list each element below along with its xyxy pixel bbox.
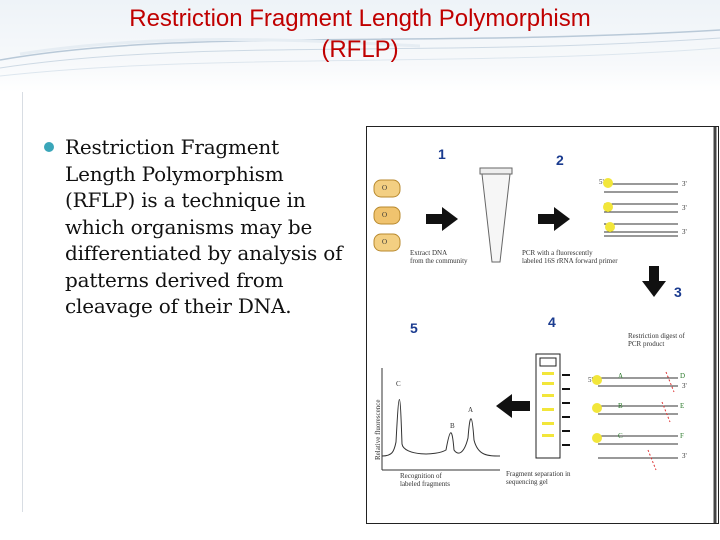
bullet-item: Restriction Fragment Length Polymorphism… xyxy=(44,134,350,320)
end-label: 3' xyxy=(682,228,687,236)
fragment-label: E xyxy=(680,402,685,410)
caption-line: labeled 16S rRNA forward primer xyxy=(522,257,618,265)
step-number: 3 xyxy=(674,284,682,300)
step-number: 4 xyxy=(548,314,556,330)
fragment-label: D xyxy=(680,372,686,380)
cell-label: O xyxy=(382,211,388,219)
arrow-down-icon xyxy=(642,266,666,297)
step-number: 5 xyxy=(410,320,418,336)
end-label: 3' xyxy=(682,204,687,212)
header-swoosh xyxy=(0,29,720,77)
caption-extract: Extract DNA from the community xyxy=(410,249,468,265)
slide-title: Restriction Fragment Length Polymorphism… xyxy=(0,3,720,65)
caption-separation: Fragment separation in sequencing gel xyxy=(506,470,571,486)
title-line-2: (RFLP) xyxy=(321,36,399,63)
peak-label: A xyxy=(468,406,474,414)
arrow-left-icon xyxy=(496,394,530,418)
caption-line: Extract DNA xyxy=(410,249,448,257)
caption-digest: Restriction digest of PCR product xyxy=(628,332,685,348)
caption-line: from the community xyxy=(410,257,468,265)
caption-recognition: Recognition of labeled fragments xyxy=(400,472,450,488)
step-number: 1 xyxy=(438,146,446,162)
y-axis-label: Relative fluorescence xyxy=(374,399,382,460)
fragment-label: B xyxy=(618,402,623,410)
peak-label: C xyxy=(396,380,401,388)
digested-fragments-icon xyxy=(592,371,678,471)
end-label: 5' xyxy=(599,178,604,186)
end-label: 5' xyxy=(588,376,593,384)
peak-label: B xyxy=(450,422,455,430)
caption-line: Recognition of xyxy=(400,472,442,480)
cells-icon xyxy=(373,179,401,252)
caption-line: labeled fragments xyxy=(400,480,450,488)
arrow-right-icon xyxy=(426,207,458,231)
caption-line: Restriction digest of xyxy=(628,332,685,340)
pcr-tube-icon xyxy=(479,167,513,263)
dna-strands-icon xyxy=(603,178,678,237)
rflp-diagram: 1 2 3 4 5 O O O Extract DNA from the com… xyxy=(366,126,719,524)
fragment-label: F xyxy=(680,432,684,440)
gel-icon xyxy=(535,353,570,459)
cell-label: O xyxy=(382,184,388,192)
rflp-diagram-graphics xyxy=(366,126,719,524)
fragment-label: A xyxy=(618,372,624,380)
arrow-right-icon xyxy=(538,207,570,231)
title-line-1: Restriction Fragment Length Polymorphism xyxy=(129,5,591,32)
end-label: 3' xyxy=(682,452,687,460)
bullet-dot-icon xyxy=(44,142,54,152)
end-label: 3' xyxy=(682,382,687,390)
caption-line: Fragment separation in xyxy=(506,470,571,478)
caption-line: sequencing gel xyxy=(506,478,548,486)
left-divider xyxy=(22,92,23,512)
cell-label: O xyxy=(382,238,388,246)
end-label: 3' xyxy=(682,180,687,188)
fluorescence-plot xyxy=(381,368,501,471)
bullet-text: Restriction Fragment Length Polymorphism… xyxy=(65,135,343,318)
fragment-label: C xyxy=(618,432,623,440)
step-number: 2 xyxy=(556,152,564,168)
caption-line: PCR product xyxy=(628,340,665,348)
caption-line: PCR with a fluorescently xyxy=(522,249,593,257)
caption-pcr: PCR with a fluorescently labeled 16S rRN… xyxy=(522,249,618,265)
